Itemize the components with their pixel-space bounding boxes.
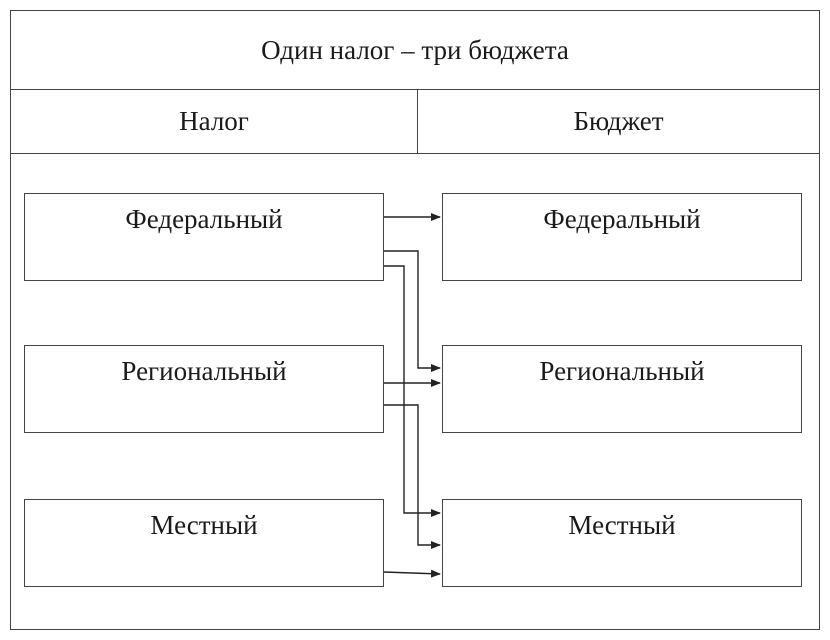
arrow-local-to-local: [383, 569, 441, 578]
budget-box-federal: Федеральный: [442, 193, 802, 281]
header-budget: Бюджет: [573, 105, 664, 136]
budget-box-local: Местный: [442, 499, 802, 587]
diagram-title: Один налог – три бюджета: [11, 11, 819, 90]
tax-box-local: Местный: [24, 499, 384, 587]
arrow-regional-to-local: [384, 404, 441, 549]
tax-box-regional: Региональный: [24, 345, 384, 433]
header-tax: Налог: [11, 89, 418, 153]
diagram-frame: Один налог – три бюджета Налог Бюджет: [10, 10, 820, 630]
arrow-federal-to-regional: [384, 250, 441, 372]
tax-box-federal: Федеральный: [24, 193, 384, 281]
header-row: Налог Бюджет: [11, 89, 819, 154]
arrow-federal-to-local: [384, 265, 441, 517]
budget-box-regional: Региональный: [442, 345, 802, 433]
